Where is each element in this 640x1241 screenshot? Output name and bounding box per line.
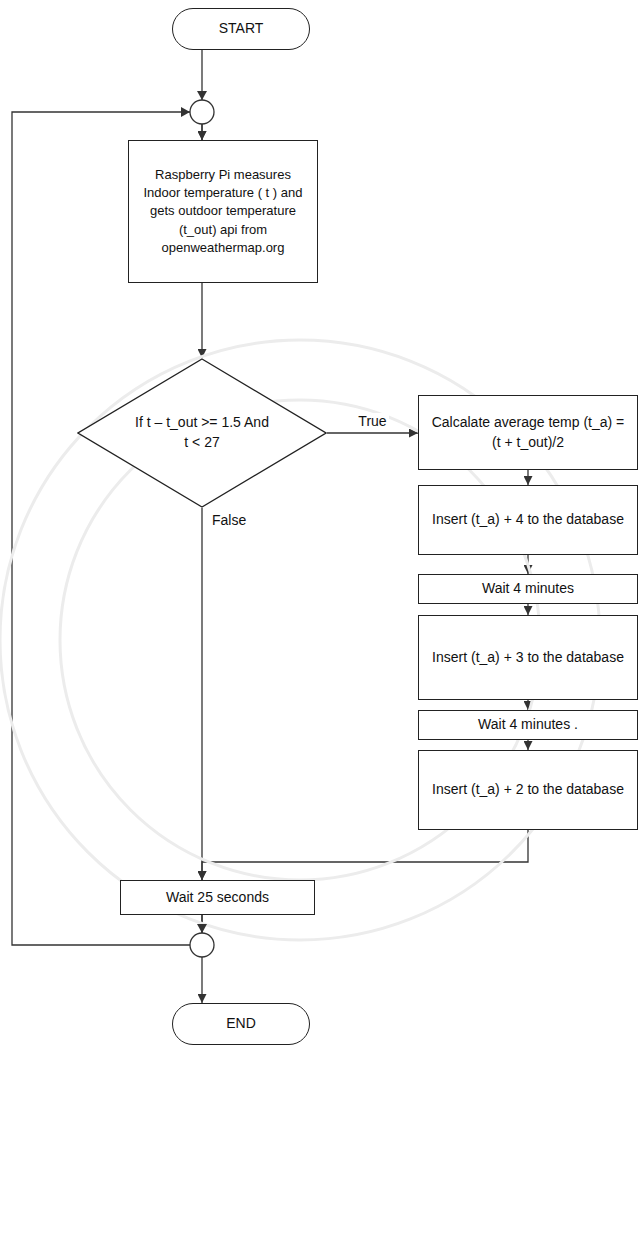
flow-arrow — [527, 604, 528, 615]
process-box: Insert (t_a) + 4 to the database — [418, 485, 638, 555]
arrow-head — [197, 91, 207, 100]
node-text: Wait 4 minutes . — [478, 715, 578, 735]
process-box: Insert (t_a) + 2 to the database — [418, 750, 638, 830]
node-text: END — [226, 1014, 256, 1034]
terminal-end: END — [172, 1003, 310, 1045]
branch-label: True — [356, 413, 388, 430]
node-text: If t – t_out >= 1.5 And t < 27 — [132, 413, 272, 452]
flow-arrow — [527, 740, 528, 750]
process-box: Wait 25 seconds — [120, 880, 315, 915]
node-text: Wait 25 seconds — [166, 888, 269, 908]
diamond-outline — [77, 358, 327, 508]
process-box: Wait 4 minutes . — [418, 710, 638, 740]
junction-circle — [190, 100, 214, 124]
flow-arrow — [527, 470, 528, 485]
flow-arrow — [201, 508, 202, 880]
process-box: Insert (t_a) + 3 to the database — [418, 615, 638, 700]
node-text: Insert (t_a) + 4 to the database — [432, 510, 624, 530]
process-box: Raspberry Pi measures Indoor temperature… — [128, 140, 318, 283]
arrow-head — [197, 924, 207, 933]
flow-arrow — [327, 432, 418, 433]
node-text: Calcalate average temp (t_a) = (t + t_ou… — [427, 413, 629, 452]
node-text: START — [219, 19, 264, 39]
terminal-start: START — [172, 8, 310, 50]
flow-arrow — [201, 283, 202, 358]
node-text: Raspberry Pi measures Indoor temperature… — [137, 166, 309, 257]
arrow-head — [181, 107, 190, 117]
branch-label: False — [210, 512, 248, 529]
node-text: Wait 4 minutes — [482, 579, 574, 599]
process-box: Wait 4 minutes — [418, 574, 638, 604]
decision-diamond: If t – t_out >= 1.5 And t < 27 — [77, 358, 327, 508]
node-text: Insert (t_a) + 3 to the database — [432, 648, 624, 668]
process-box: Calcalate average temp (t_a) = (t + t_ou… — [418, 395, 638, 470]
junction-circle — [190, 933, 214, 957]
node-text: Insert (t_a) + 2 to the database — [432, 780, 624, 800]
